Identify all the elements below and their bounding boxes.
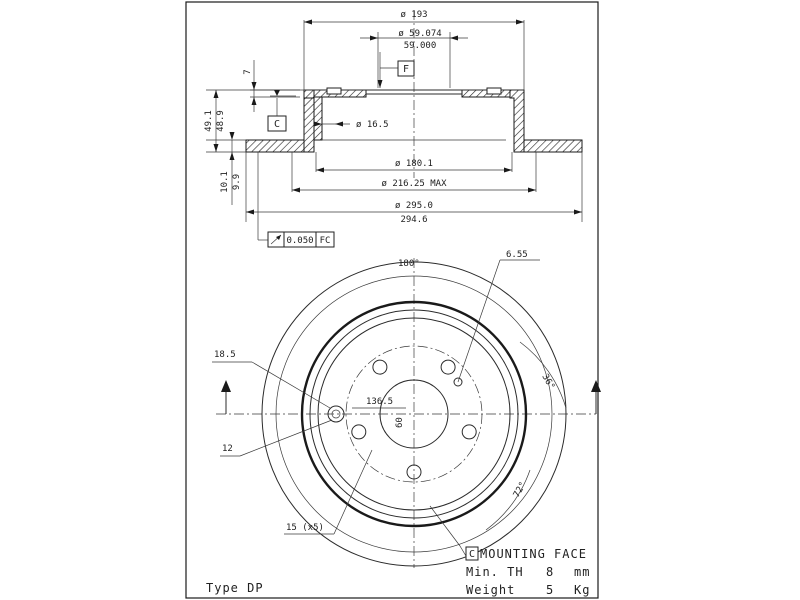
hub-ring-2 bbox=[309, 309, 519, 519]
stud-hole-section-left bbox=[326, 87, 342, 95]
datum-c: C bbox=[274, 119, 280, 130]
hub-outer-ring bbox=[300, 300, 528, 528]
small-hole-655 bbox=[453, 377, 463, 387]
pitch-circle bbox=[345, 345, 483, 483]
tolerance-ref-box bbox=[315, 231, 335, 248]
mounting-face-label: MOUNTING FACE bbox=[480, 547, 587, 561]
bolt-hole bbox=[406, 464, 422, 480]
section-arrow-right bbox=[591, 380, 601, 392]
dim-height-max: 49.1 bbox=[204, 110, 214, 132]
arc-72 bbox=[485, 469, 531, 531]
plan-view: 6.55 180° 36° 72° 136.5 60 18.5 12 15 (x… bbox=[212, 250, 601, 568]
dim-dia-21625: ø 216.25 MAX bbox=[381, 179, 447, 189]
disc-groove bbox=[275, 275, 553, 553]
dim-dia-2946: 294.6 bbox=[400, 215, 427, 225]
leader-12 bbox=[239, 419, 333, 457]
min-th-unit: mm bbox=[574, 565, 590, 579]
bolt-hole bbox=[461, 424, 477, 440]
dim-60: 60 bbox=[395, 417, 405, 428]
mounting-face-tag: C bbox=[469, 549, 475, 560]
leader-mounting-face bbox=[429, 505, 461, 547]
bolt-hole bbox=[440, 359, 456, 375]
ring-left bbox=[245, 139, 305, 153]
datum-f-box bbox=[397, 60, 415, 77]
center-bore bbox=[379, 379, 449, 449]
min-th-label: Min. TH bbox=[466, 565, 524, 579]
cross-section-view: ø 193 ø 59.074 59.000 F 49.1 48.9 10.1 9… bbox=[204, 10, 583, 248]
dim-12: 12 bbox=[222, 444, 233, 454]
leader-holes bbox=[333, 449, 373, 535]
dim-36: 36° bbox=[539, 373, 556, 392]
section-arrow-left bbox=[221, 380, 231, 392]
type-label: Type DP bbox=[206, 581, 264, 595]
tolerance-value: 0.050 bbox=[286, 236, 313, 246]
hub-ring-3 bbox=[317, 317, 511, 511]
dim-overall-dia: ø 193 bbox=[400, 10, 427, 20]
hub-right-wall bbox=[509, 89, 525, 153]
hub-left-flange bbox=[303, 97, 315, 153]
dim-hub-dia-max: ø 59.074 bbox=[398, 29, 441, 39]
stud-hole-section-right bbox=[486, 87, 502, 95]
dim-height-min: 48.9 bbox=[216, 110, 226, 132]
arc-36 bbox=[519, 341, 567, 409]
dim-72: 72° bbox=[512, 480, 529, 499]
dim-thick-min: 9.9 bbox=[232, 174, 242, 190]
dim-185: 18.5 bbox=[214, 350, 236, 360]
angle-180: 180° bbox=[398, 259, 420, 269]
bolt-hole bbox=[372, 359, 388, 375]
min-th-value: 8 bbox=[546, 565, 554, 579]
bolt-holes bbox=[351, 359, 477, 480]
dim-hole-165: ø 16.5 bbox=[356, 120, 389, 130]
dim-hub-dia-min: 59.000 bbox=[404, 41, 437, 51]
locating-hole-inner bbox=[331, 409, 341, 419]
mounting-face-tag-box bbox=[465, 546, 479, 561]
dim-holes: 15 (x5) bbox=[286, 523, 324, 533]
weight-unit: Kg bbox=[574, 583, 590, 597]
weight-value: 5 bbox=[546, 583, 554, 597]
ring-right bbox=[523, 139, 583, 153]
notes-block: C MOUNTING FACE Min. TH 8 mm Weight 5 Kg… bbox=[206, 546, 590, 597]
leader-655 bbox=[457, 259, 501, 383]
dim-thick-max: 10.1 bbox=[220, 171, 230, 193]
weight-label: Weight bbox=[466, 583, 515, 597]
tolerance-ref: FC bbox=[320, 236, 331, 246]
drawing-frame bbox=[185, 1, 599, 599]
dim-depth-7: 7 bbox=[243, 69, 253, 74]
disc-outer-edge bbox=[261, 261, 567, 567]
locating-hole bbox=[327, 405, 345, 423]
dim-dia-2950: ø 295.0 bbox=[395, 201, 433, 211]
dim-655: 6.55 bbox=[506, 250, 528, 260]
datum-f: F bbox=[403, 64, 409, 75]
dim-dia-1801: ø 180.1 bbox=[395, 159, 433, 169]
dim-pcd: 136.5 bbox=[366, 397, 393, 407]
leader-185 bbox=[251, 361, 331, 409]
bolt-hole bbox=[351, 424, 367, 440]
